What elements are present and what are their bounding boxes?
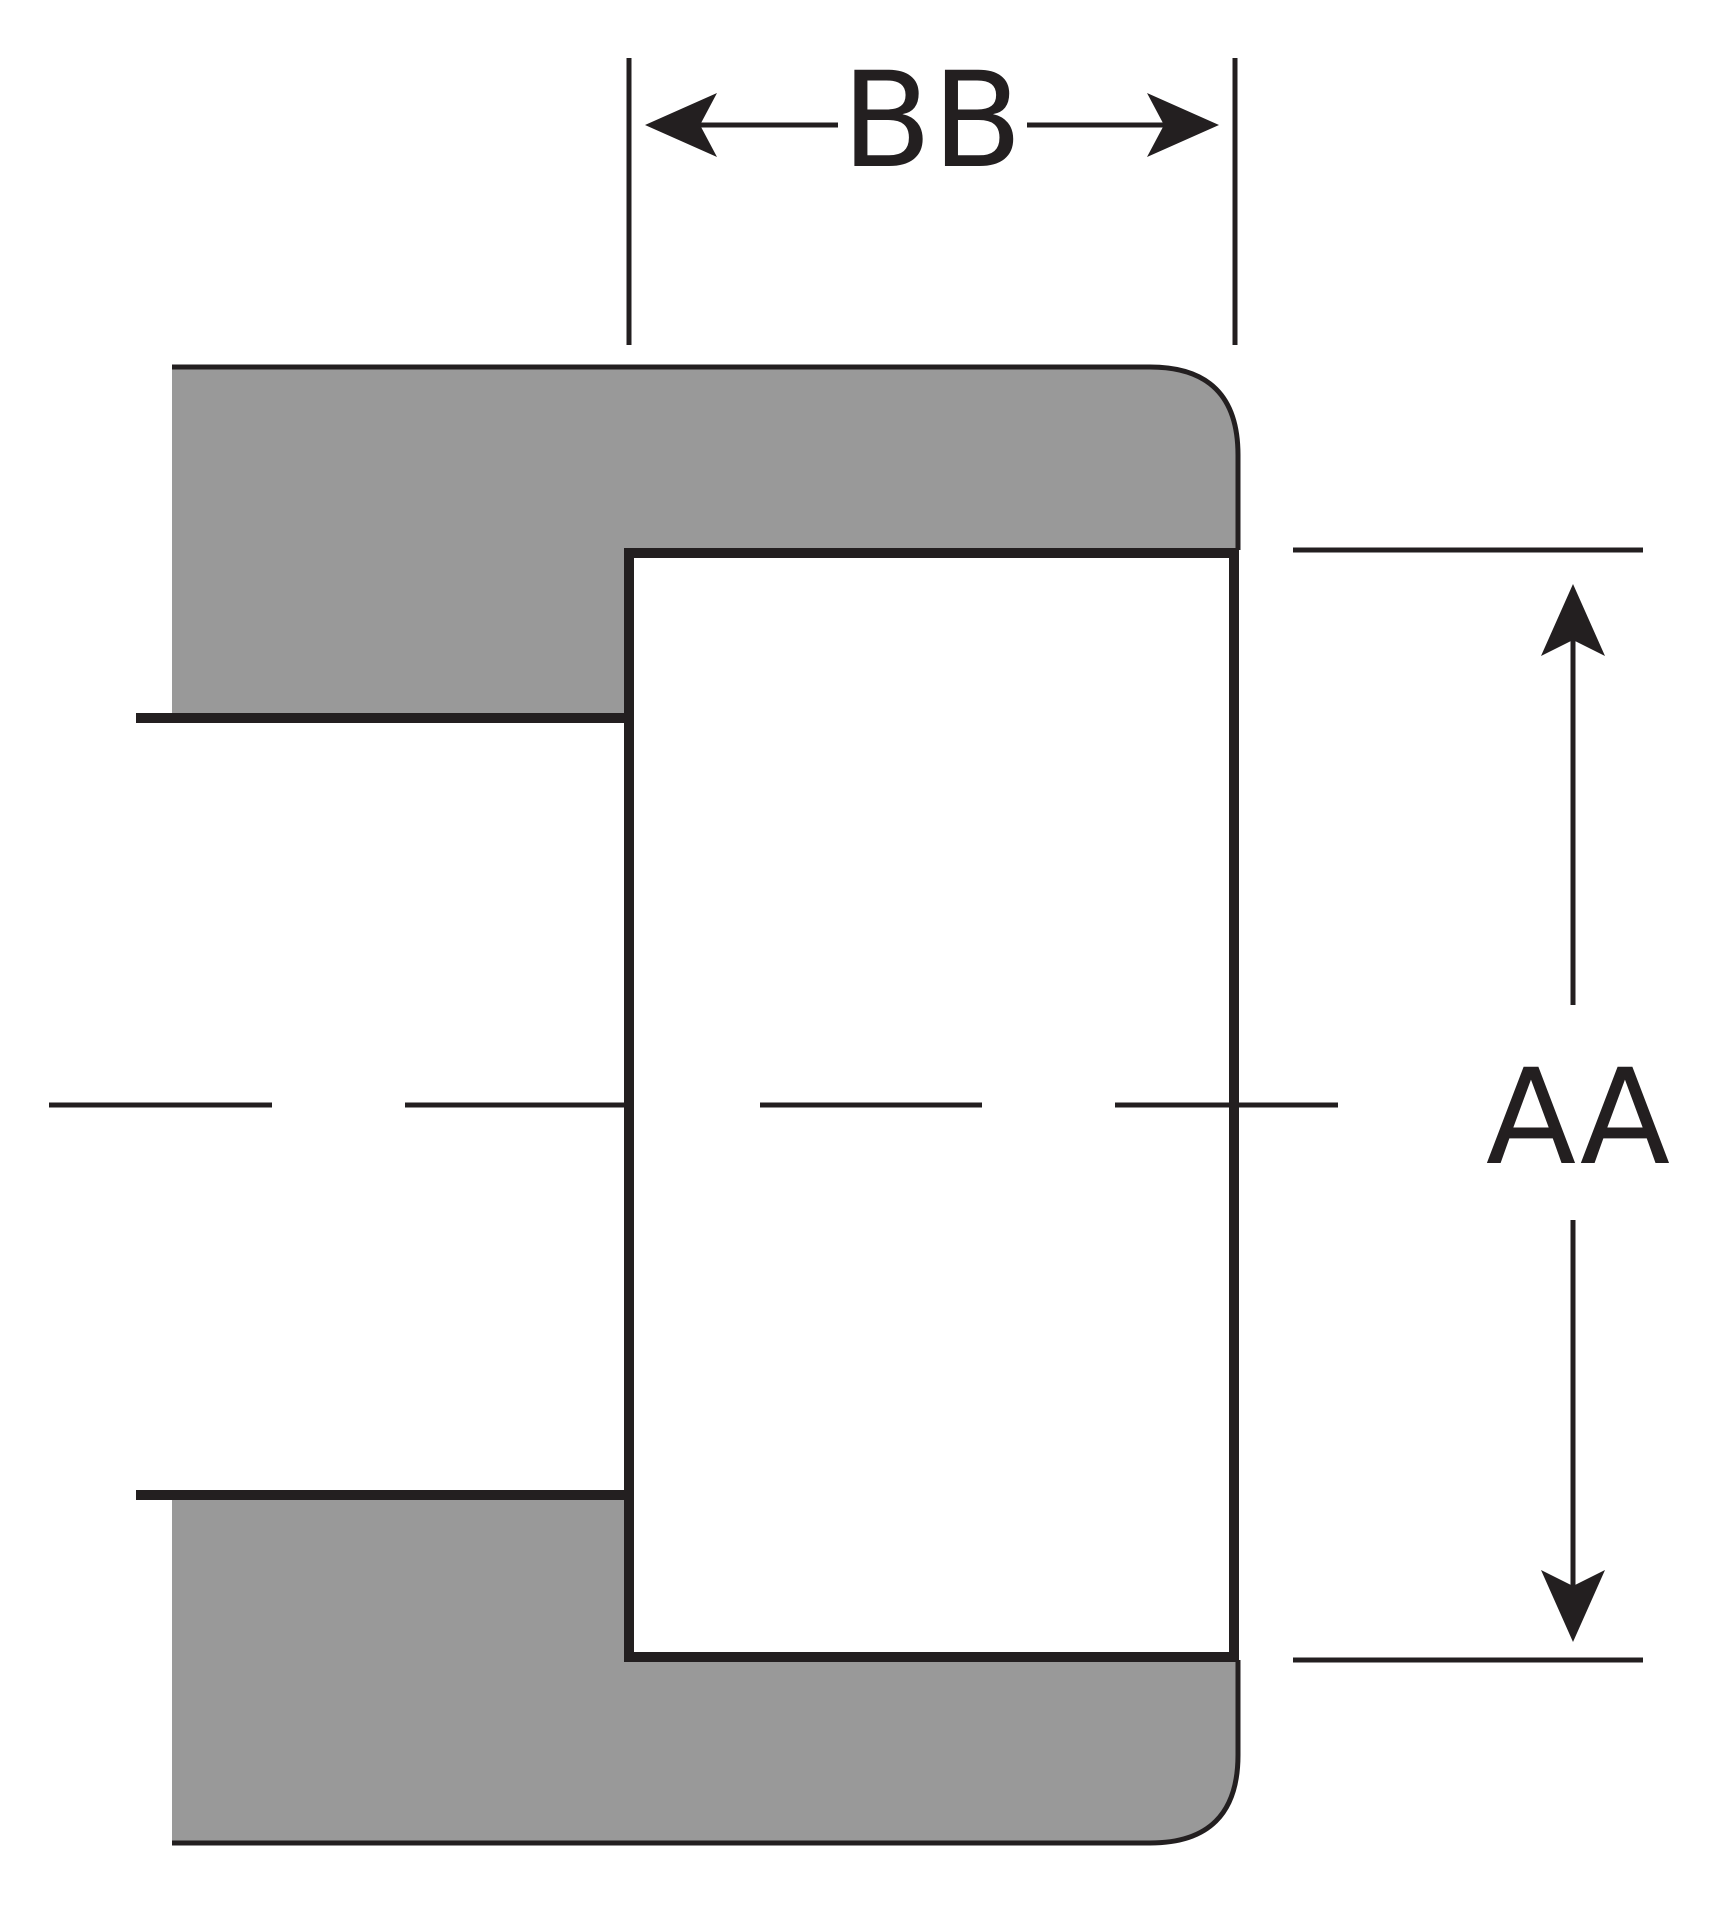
bb-dimension (626, 58, 1238, 345)
bb-dimension-label: BB (841, 44, 1022, 198)
aa-arrowhead-top-icon (1541, 584, 1605, 656)
fitting-body-lower (172, 1495, 1238, 1843)
bb-arrowhead-left-icon (645, 93, 717, 157)
fitting-body-outline-lower (172, 1660, 1241, 1846)
fitting-body-outline (172, 364, 1241, 550)
aa-dimension (1293, 547, 1643, 1663)
aa-arrowhead-bottom-icon (1541, 1570, 1605, 1642)
fitting-body-upper (172, 367, 1238, 718)
aa-dimension-label: AA (1486, 1041, 1670, 1195)
bb-arrowhead-right-icon (1147, 93, 1219, 157)
